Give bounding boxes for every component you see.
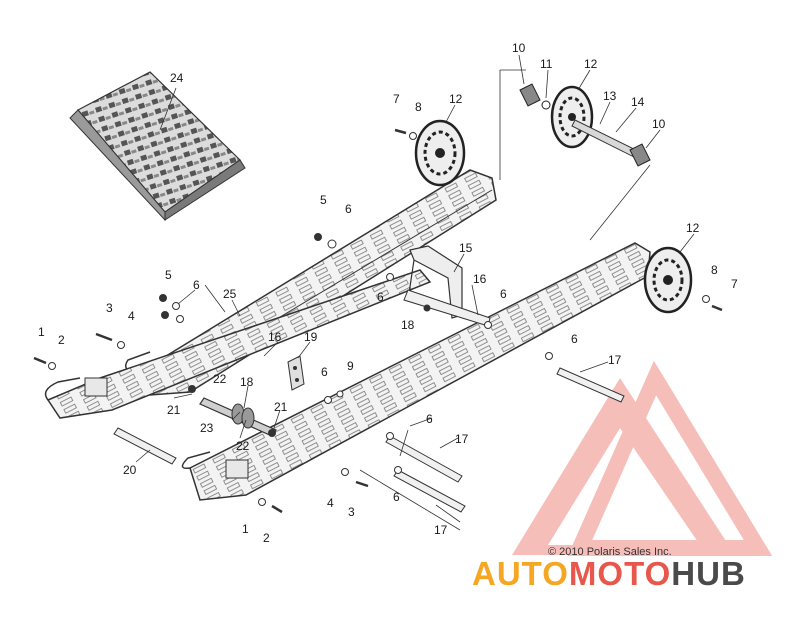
callout-24: 24	[170, 71, 184, 85]
shaft-upper	[403, 289, 491, 327]
callout-2-lower: 2	[263, 531, 270, 545]
callout-2-upper: 2	[58, 333, 65, 347]
idler-wheel-right	[643, 246, 693, 314]
wheel-axle	[519, 83, 651, 167]
callout-8-right: 8	[711, 263, 718, 277]
callout-8-upper: 8	[415, 100, 422, 114]
callout-6-right-lower: 6	[571, 332, 578, 346]
callout-4-lower: 4	[327, 496, 334, 510]
leader-lines	[135, 54, 695, 531]
callout-3-upper: 3	[106, 301, 113, 315]
callout-21-left: 21	[167, 403, 181, 417]
callout-6-lower: 6	[426, 412, 433, 426]
callout-6-upper: 6	[345, 202, 352, 216]
watermark-auto: AUTO	[472, 555, 569, 592]
callout-18-upper: 18	[401, 318, 415, 332]
track-belt	[69, 71, 246, 222]
callout-22-lower: 22	[236, 439, 250, 453]
fasteners	[33, 128, 723, 514]
callout-22-upper: 22	[213, 372, 227, 386]
callout-25: 25	[223, 287, 237, 301]
rail-assembly-front	[44, 269, 432, 419]
callout-12-top: 12	[584, 57, 598, 71]
callout-13: 13	[603, 89, 617, 103]
callout-5-upper: 5	[320, 193, 327, 207]
callout-15: 15	[459, 241, 473, 255]
callout-6-bottom: 6	[393, 490, 400, 504]
callout-14: 14	[631, 95, 645, 109]
callout-23: 23	[200, 421, 214, 435]
callout-12-left: 12	[449, 92, 463, 106]
copyright-text: © 2010 Polaris Sales Inc.	[548, 546, 672, 558]
callout-5-left: 5	[165, 268, 172, 282]
long-rods	[113, 367, 625, 513]
callout-6-center: 6	[321, 365, 328, 379]
callout-17-right: 17	[608, 353, 622, 367]
callout-19: 19	[304, 330, 318, 344]
callout-20: 20	[123, 463, 137, 477]
callout-17-bottom: 17	[434, 523, 448, 537]
callout-labels: 1 2 3 4 5 6 5 6 7 8 12 10 11 12 13 14 10…	[38, 41, 738, 545]
idler-wheel-top	[550, 85, 594, 149]
watermark-moto: MOTO	[569, 555, 671, 592]
idler-wheel-left	[414, 119, 466, 187]
callout-17-middle: 17	[455, 432, 469, 446]
callout-18-lower: 18	[240, 375, 254, 389]
callout-3-lower: 3	[348, 505, 355, 519]
callout-16-lower: 16	[268, 330, 282, 344]
callout-16-upper: 16	[473, 272, 487, 286]
callout-11: 11	[540, 57, 553, 71]
watermark-hub: HUB	[671, 555, 746, 592]
watermark-brand: AUTOMOTOHUB	[472, 555, 746, 592]
callout-6-left: 6	[193, 278, 200, 292]
callout-10-upper: 10	[512, 41, 526, 55]
callout-12-right: 12	[686, 221, 700, 235]
callout-7-right: 7	[731, 277, 738, 291]
callout-9: 9	[347, 359, 354, 373]
callout-6-right: 6	[500, 287, 507, 301]
callout-10-lower: 10	[652, 117, 666, 131]
callout-1-upper: 1	[38, 325, 45, 339]
callout-4-upper: 4	[128, 309, 135, 323]
callout-1-lower: 1	[242, 522, 249, 536]
callout-21-right: 21	[274, 400, 288, 414]
link-plate	[287, 355, 305, 391]
callout-6-mid: 6	[377, 290, 384, 304]
watermark-logo	[512, 360, 773, 556]
callout-7-upper: 7	[393, 92, 400, 106]
